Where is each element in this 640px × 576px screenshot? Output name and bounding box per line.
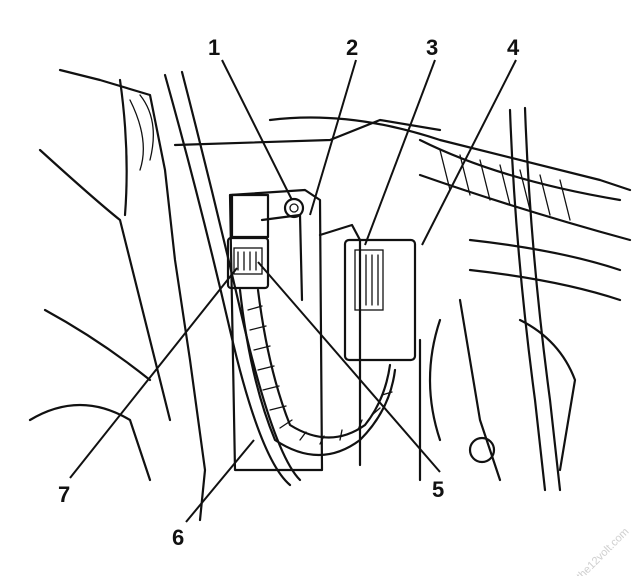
callout-2: 2 (346, 35, 358, 60)
callout-3: 3 (426, 35, 438, 60)
connector-7 (226, 193, 270, 290)
callout-4: 4 (507, 35, 520, 60)
callout-leaders (69, 59, 517, 523)
callout-5: 5 (432, 477, 444, 502)
harness-cables (163, 70, 562, 492)
watermark: the12volt.com (575, 526, 632, 576)
callout-labels: 1 2 3 4 5 6 7 (58, 35, 520, 550)
callout-6: 6 (172, 525, 184, 550)
callout-1: 1 (208, 35, 220, 60)
callout-7: 7 (58, 482, 70, 507)
nut-1 (283, 197, 305, 219)
connector-3 (343, 238, 417, 362)
background-structure (28, 68, 632, 522)
